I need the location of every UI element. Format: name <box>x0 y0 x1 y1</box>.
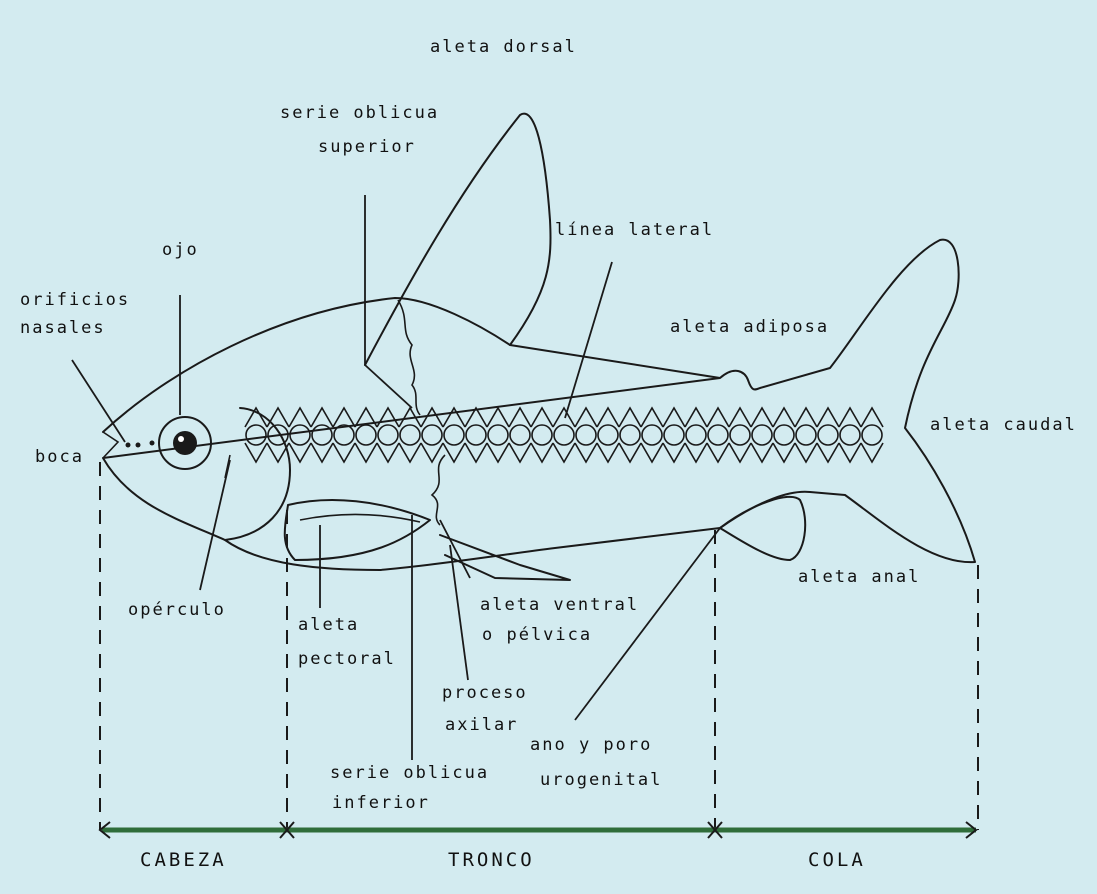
segment-label-cola: COLA <box>808 849 866 871</box>
segment-label-tronco: TRONCO <box>448 849 535 871</box>
label-orificios-nasales-2: nasales <box>20 318 106 338</box>
label-serie-oblicua-superior-1: serie oblicua <box>280 103 439 123</box>
label-ojo: ojo <box>162 240 199 260</box>
label-orificios-nasales-1: orificios <box>20 290 130 310</box>
label-proceso-axilar-2: axilar <box>445 715 518 735</box>
nostril-2 <box>136 443 141 448</box>
label-aleta-pectoral-1: aleta <box>298 615 359 635</box>
label-ano-2: urogenital <box>540 770 662 790</box>
eye-highlight <box>178 436 184 442</box>
nostril-1 <box>126 443 131 448</box>
label-aleta-adiposa: aleta adiposa <box>670 317 829 337</box>
label-boca: boca <box>35 447 84 467</box>
label-operculo: opérculo <box>128 600 226 620</box>
label-proceso-axilar-1: proceso <box>442 683 528 703</box>
label-aleta-dorsal: aleta dorsal <box>430 37 577 57</box>
label-serie-oblicua-inferior-1: serie oblicua <box>330 763 489 783</box>
segment-label-cabeza: CABEZA <box>140 849 227 871</box>
label-serie-oblicua-inferior-2: inferior <box>332 793 430 813</box>
nostril-3 <box>150 441 155 446</box>
label-aleta-pectoral-2: pectoral <box>298 649 396 669</box>
label-aleta-anal: aleta anal <box>798 567 920 587</box>
eye-pupil <box>173 431 197 455</box>
label-aleta-ventral-1: aleta ventral <box>480 595 639 615</box>
label-serie-oblicua-superior-2: superior <box>318 137 416 157</box>
label-linea-lateral: línea lateral <box>555 220 714 240</box>
label-ano-1: ano y poro <box>530 735 652 755</box>
label-aleta-caudal: aleta caudal <box>930 415 1077 435</box>
label-aleta-ventral-2: o pélvica <box>482 625 592 645</box>
